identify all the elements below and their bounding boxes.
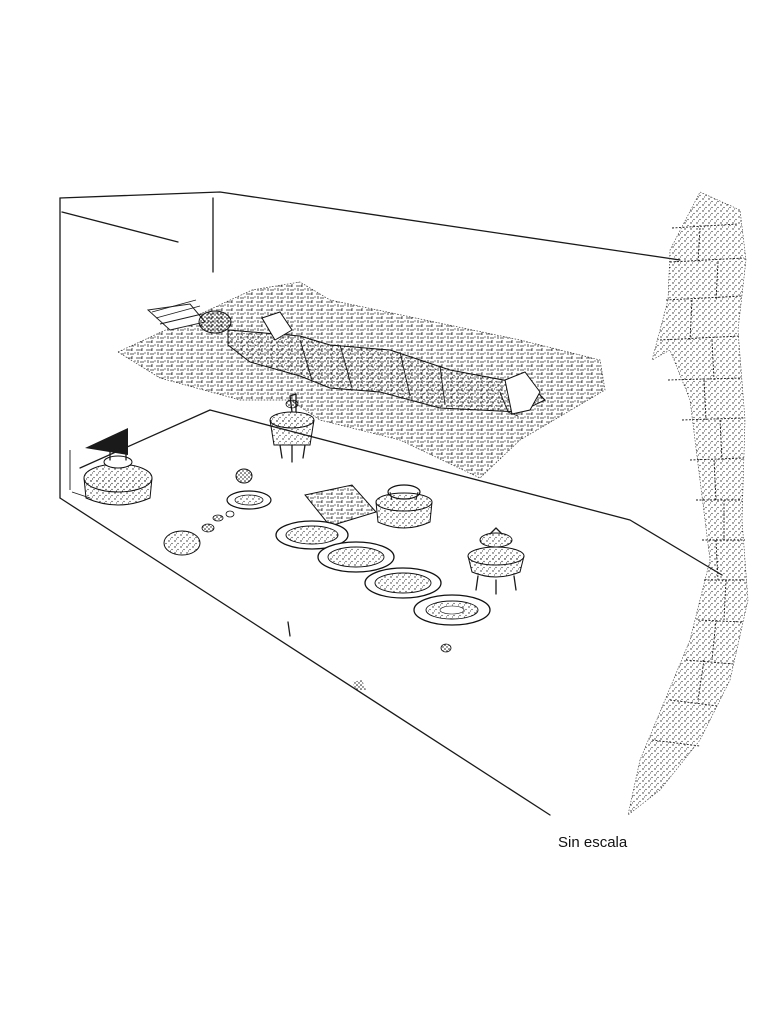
plate-icon xyxy=(413,594,491,626)
scale-note: Sin escala xyxy=(558,834,628,851)
plate-icon xyxy=(226,490,272,510)
jar-vessel-icon xyxy=(375,484,433,529)
plate-icon xyxy=(364,567,442,599)
lidded-vessel-icon xyxy=(83,449,153,506)
tripod-vessel-icon xyxy=(269,393,315,463)
small-object-icon xyxy=(163,468,452,690)
plate-icon xyxy=(317,541,395,573)
plate-icon xyxy=(275,520,349,550)
masonry-wall-icon xyxy=(627,191,749,816)
chamber-outline xyxy=(59,191,723,816)
tripod-vessel-icon xyxy=(467,527,525,595)
textile-fragment-icon xyxy=(304,484,377,527)
burial-figure-icon xyxy=(146,299,546,417)
plate-series xyxy=(275,520,491,626)
